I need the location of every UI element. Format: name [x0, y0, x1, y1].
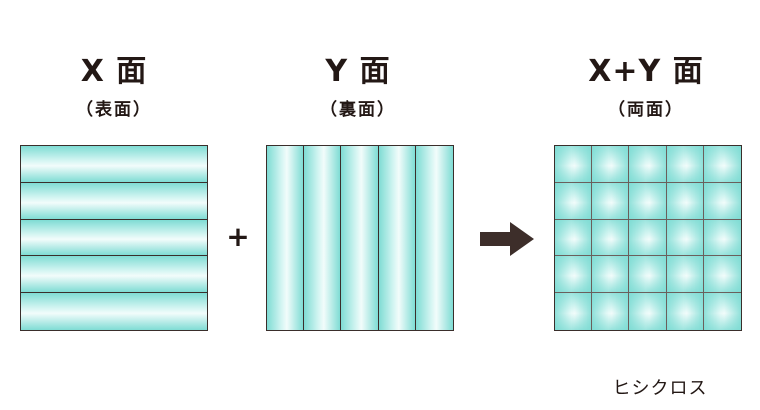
grid-cell [666, 219, 704, 257]
grid-cell [592, 256, 630, 294]
grid-cell [666, 293, 704, 330]
grid-cell [629, 293, 667, 330]
grid-cell [703, 256, 741, 294]
panel-y-subtitle: （裏面） [320, 100, 396, 120]
panel-y-title: Y 面 [325, 54, 391, 89]
grid-cell [666, 146, 704, 183]
grid-cell [592, 219, 630, 257]
horizontal-strip [21, 182, 207, 220]
panel-y-vertical-strips [266, 145, 454, 331]
grid-cell [703, 293, 741, 330]
panel-xy-title: X+Y 面 [588, 54, 704, 89]
grid-cell [555, 146, 593, 183]
horizontal-strip [21, 219, 207, 257]
horizontal-strip [21, 293, 207, 330]
panel-xy-subtitle: （両面） [608, 100, 684, 120]
grid-cell [555, 219, 593, 257]
grid-cell [629, 256, 667, 294]
grid-cell [666, 256, 704, 294]
grid-cell [629, 182, 667, 220]
grid-cell [592, 182, 630, 220]
panel-x-horizontal-strips [20, 145, 208, 331]
plus-operator: + [226, 220, 250, 253]
horizontal-strip [21, 256, 207, 294]
grid-cell [592, 146, 630, 183]
arrow-right-icon [480, 222, 534, 256]
vertical-strip [378, 146, 416, 330]
vertical-strip [415, 146, 453, 330]
grid-cell [703, 182, 741, 220]
brand-caption: ヒシクロス [612, 378, 708, 399]
panel-x-subtitle: （表面） [76, 100, 152, 120]
grid-cell [629, 219, 667, 257]
horizontal-strip [21, 146, 207, 183]
vertical-strip [341, 146, 379, 330]
panel-xy-grid [554, 145, 742, 331]
grid-cell [555, 256, 593, 294]
grid-cell [555, 293, 593, 330]
vertical-strip [304, 146, 342, 330]
grid-cell [555, 182, 593, 220]
grid-cell [592, 293, 630, 330]
panel-x-title: X 面 [80, 54, 148, 89]
grid-cell [666, 182, 704, 220]
vertical-strip [267, 146, 305, 330]
grid-cell [629, 146, 667, 183]
grid-cell [703, 146, 741, 183]
grid-cell [703, 219, 741, 257]
